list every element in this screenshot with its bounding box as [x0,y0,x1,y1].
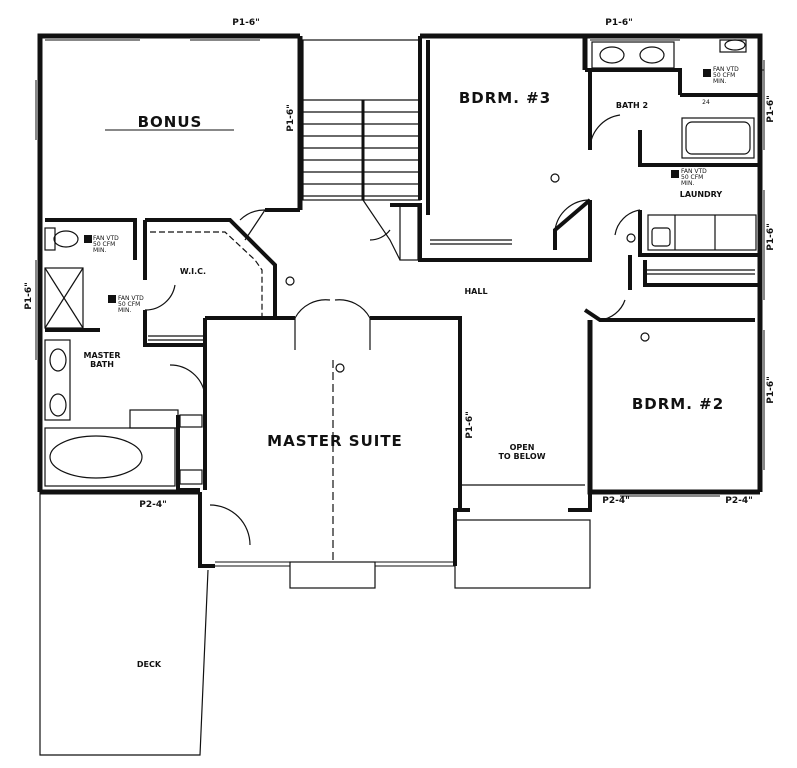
room-label-open-line2: TO BELOW [498,452,545,461]
dim-label-bonus-wall: P1-6" [286,104,296,132]
windows [35,35,765,567]
dim-label-bottom-middle: P2-4" [602,496,630,506]
door-swings [144,114,641,546]
tub-size-label: 24 [702,99,710,106]
stairs [302,39,421,261]
svg-text:MIN.: MIN. [713,78,726,85]
room-label-master-suite: MASTER SUITE [267,432,403,450]
svg-text:MIN.: MIN. [681,180,694,187]
svg-text:FAN VTD: FAN VTD [713,66,739,73]
room-label-wic: W.I.C. [180,267,206,276]
dim-label-right-middle: P1-6" [766,223,776,251]
fan-note-laundry: FAN VTD 50 CFM MIN. [681,168,707,187]
svg-text:50 CFM: 50 CFM [681,174,703,181]
room-label-master-bath-line1: MASTER [84,351,121,360]
room-label-bdrm3: BDRM. #3 [459,89,551,107]
dim-label-top-left: P1-6" [232,18,260,28]
fan-note-master-shower: FAN VTD 50 CFM MIN. [118,295,144,314]
smoke-detectors [285,173,650,373]
room-label-bdrm2: BDRM. #2 [632,395,724,413]
exterior-walls [37,33,763,495]
svg-text:50 CFM: 50 CFM [118,301,140,308]
dim-label-top-right: P1-6" [605,18,633,28]
dim-label-right-lower: P1-6" [766,376,776,404]
dim-label-bottom-left: P2-4" [139,500,167,510]
svg-text:50 CFM: 50 CFM [713,72,735,79]
room-label-laundry: LAUNDRY [680,190,723,199]
svg-text:FAN VTD: FAN VTD [118,295,144,302]
room-label-bath2: BATH 2 [616,101,648,110]
svg-text:50 CFM: 50 CFM [93,241,115,248]
svg-text:MIN.: MIN. [118,307,131,314]
svg-text:MIN.: MIN. [93,247,106,254]
room-label-master-bath-line2: BATH [90,360,114,369]
svg-text:FAN VTD: FAN VTD [681,168,707,175]
fan-note-master-wc: FAN VTD 50 CFM MIN. [93,235,119,254]
room-label-hall: HALL [464,287,487,296]
room-label-open-line1: OPEN [510,443,535,452]
fixtures [39,39,757,756]
room-label-deck: DECK [137,660,162,669]
fan-note-bath2: FAN VTD 50 CFM MIN. [713,66,739,85]
fan-icons [84,69,711,303]
dim-label-left: P1-6" [24,282,34,310]
dim-label-bottom-right: P2-4" [725,496,753,506]
room-label-bonus: BONUS [138,113,203,131]
dim-label-open-wall: P1-6" [465,411,475,439]
dim-label-right-upper: P1-6" [766,95,776,123]
svg-text:FAN VTD: FAN VTD [93,235,119,242]
